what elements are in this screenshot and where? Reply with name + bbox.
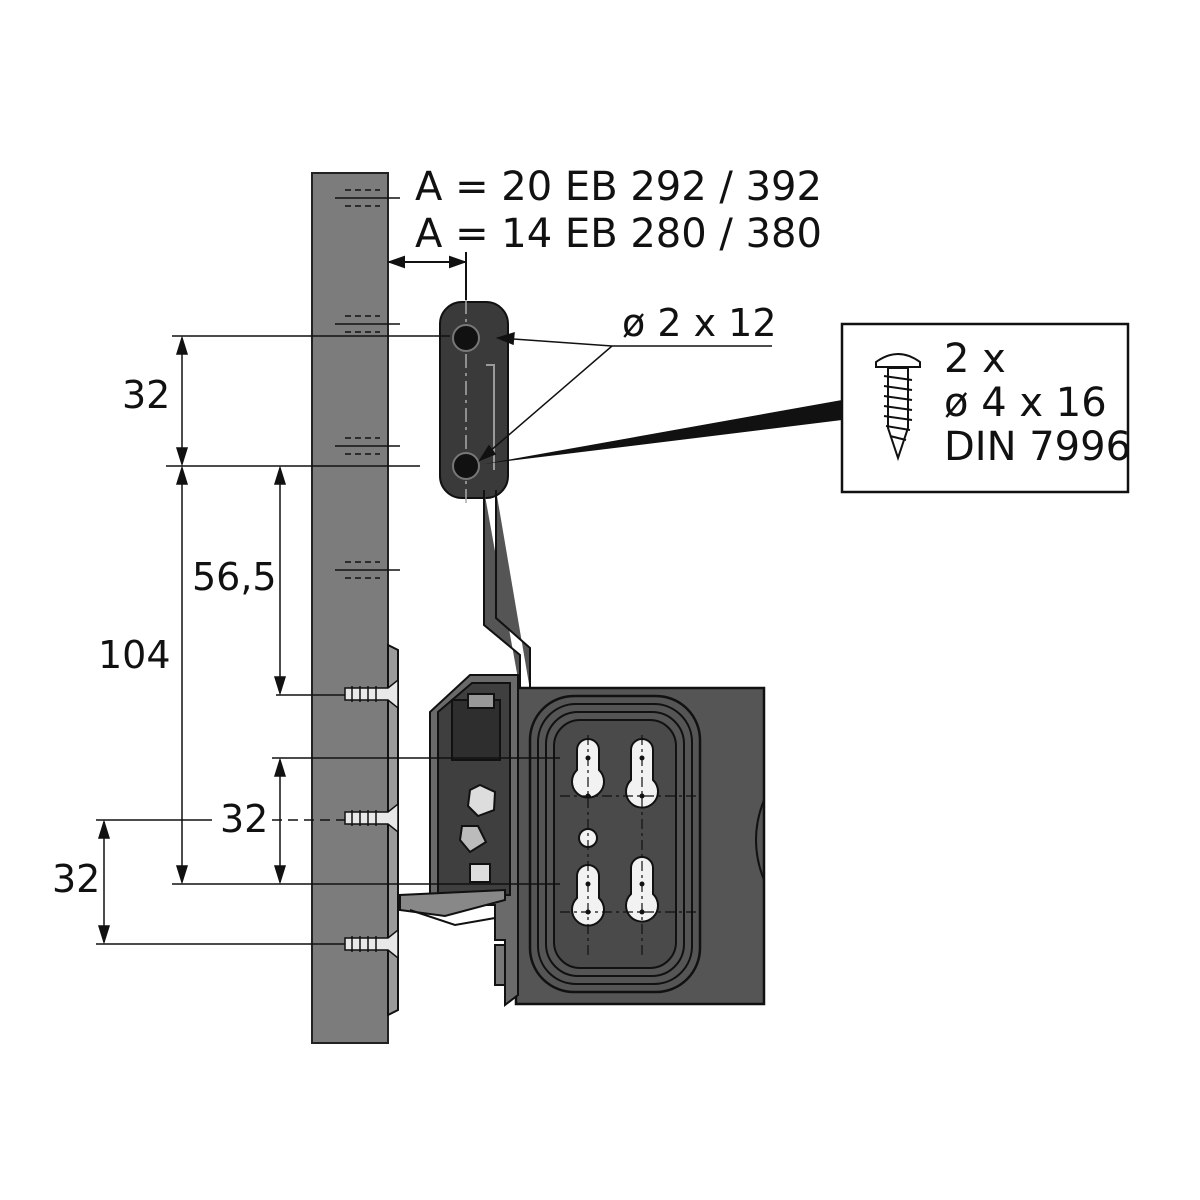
screw-box: 2 x ø 4 x 16 DIN 7996 [484,322,1131,494]
top-bracket [439,300,531,690]
panel-screws [344,678,399,960]
screw-size: ø 4 x 16 [944,380,1107,426]
dim-56-5: 56,5 [192,555,277,599]
system-holes [335,189,400,579]
drawer-housing [514,686,766,1006]
screw-qty: 2 x [944,336,1006,382]
dim-mid-32: 32 [220,797,268,841]
hole-spec-label: ø 2 x 12 [622,301,777,345]
hole-spec-leader [478,331,772,462]
dimension-lines [96,335,560,945]
dim-top-32: 32 [122,373,170,417]
dim-104: 104 [98,633,171,677]
screw-icon [875,353,921,462]
runner-mechanism [399,674,519,1008]
screw-standard: DIN 7996 [944,424,1131,470]
dim-bottom-32: 32 [52,857,100,901]
dimension-a [387,252,467,300]
side-panel [311,172,400,1044]
header-line-1: A = 20 EB 292 / 392 [415,164,822,210]
header-line-2: A = 14 EB 280 / 380 [415,211,822,257]
